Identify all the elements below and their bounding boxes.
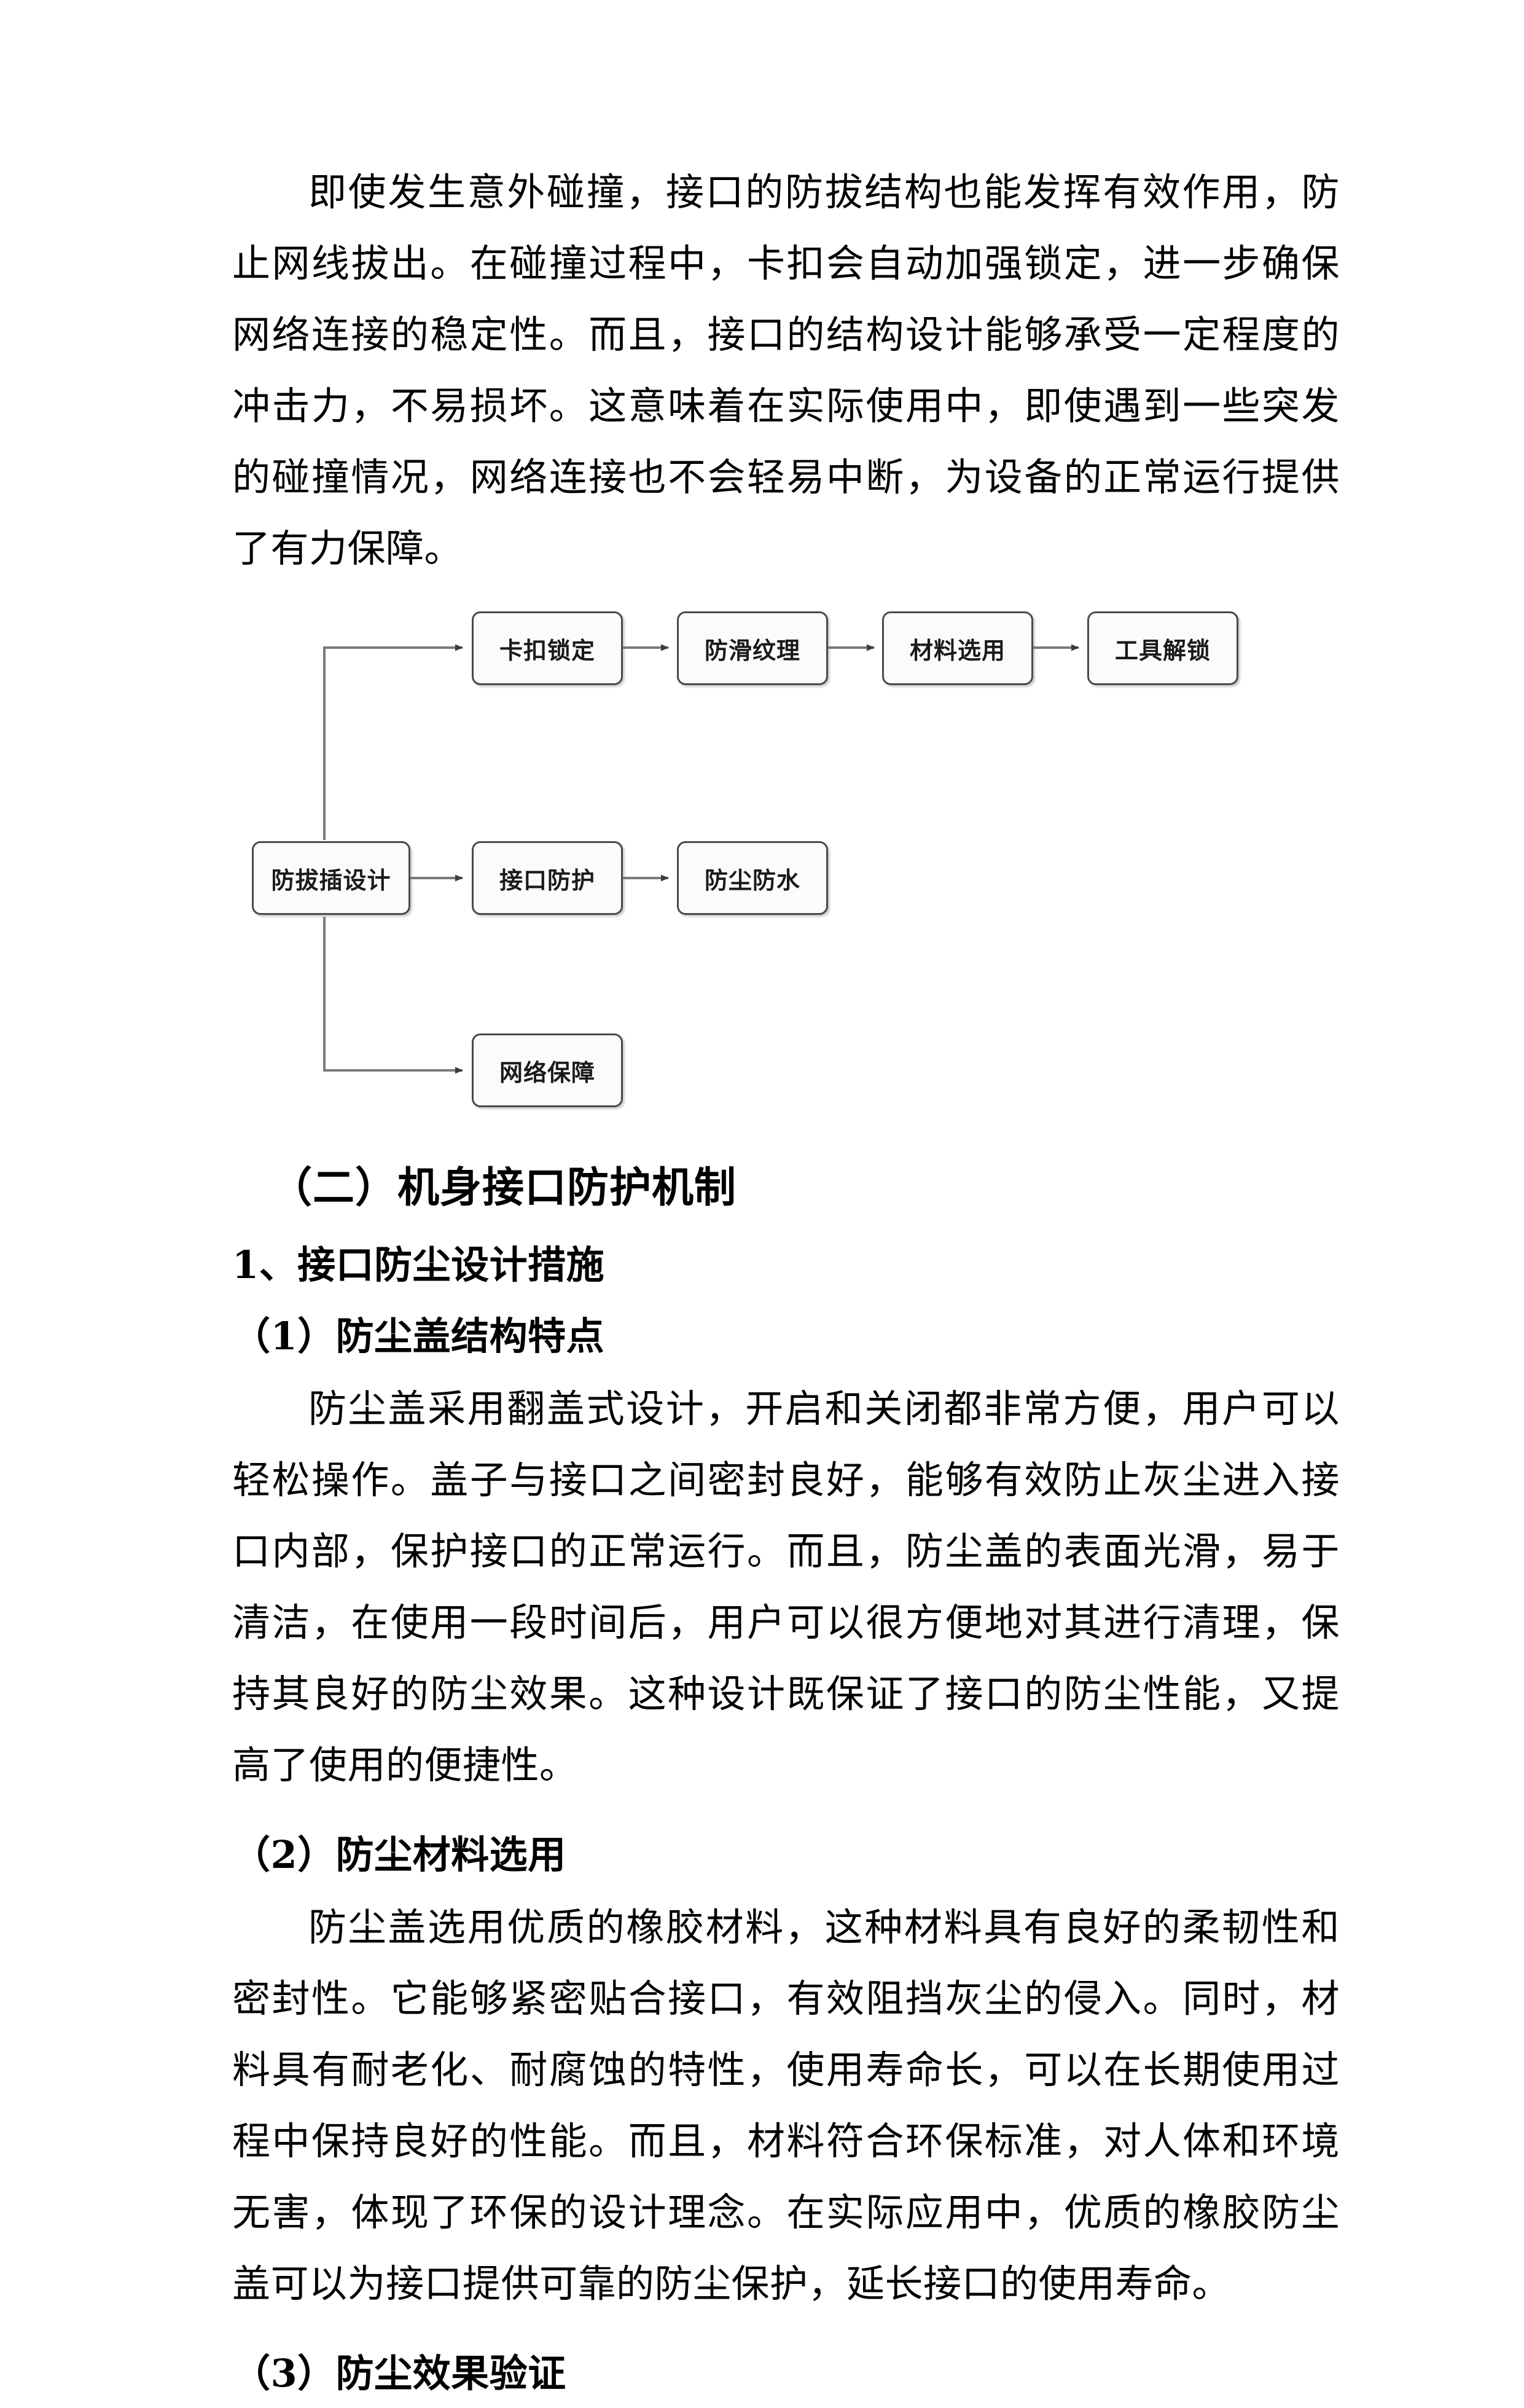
heading-item-3: （3）防尘效果验证 [232,2351,566,2396]
paragraph-intro: 即使发生意外碰撞，接口的防拔结构也能发挥有效作用，防止网线拔出。在碰撞过程中，卡… [232,170,1340,571]
spacer [232,2323,1340,2339]
flowchart-connectors [323,644,1079,1074]
flow-node-label: 防拔插设计 [271,866,391,894]
edge-anti-unplug-to-network-guarantee [323,917,463,1074]
flow-node-port-protection[interactable]: 接口防护 [472,841,623,915]
flow-node-tool-unlock[interactable]: 工具解锁 [1087,611,1238,685]
flow-node-dustproof-waterproof[interactable]: 防尘防水 [677,841,828,915]
paragraph-dust-material: 防尘盖选用优质的橡胶材料，这种材料具有良好的柔韧性和密封性。它能够紧密贴合接口，… [232,1905,1340,2306]
heading-item-1: （1）防尘盖结构特点 [232,1314,605,1359]
flow-node-anti-slip-texture[interactable]: 防滑纹理 [677,611,828,685]
spacer [232,1805,1340,1821]
flow-node-label: 防滑纹理 [704,637,800,664]
flow-node-label: 工具解锁 [1114,637,1211,664]
flowchart-anti-unplug-design: 卡扣锁定 防滑纹理 材料选用 工具解锁 防拔插设计 接口防护 防尘防水 网络保障 [232,606,1340,1123]
flow-node-anti-unplug-design[interactable]: 防拔插设计 [252,841,410,915]
edge-anti-unplug-to-buckle-lock [323,644,463,840]
flow-node-label: 网络保障 [499,1059,595,1086]
flow-node-label: 卡扣锁定 [499,637,595,664]
flow-node-label: 材料选用 [909,637,1006,664]
document-page: 即使发生意外碰撞，接口的防拔结构也能发挥有效作用，防止网线拔出。在碰撞过程中，卡… [232,170,1340,2396]
flow-node-label: 防尘防水 [704,866,800,894]
flow-node-label: 接口防护 [499,866,595,894]
paragraph-dust-cover-structure: 防尘盖采用翻盖式设计，开启和关闭都非常方便，用户可以轻松操作。盖子与接口之间密封… [232,1386,1340,1787]
flow-node-material-selection[interactable]: 材料选用 [882,611,1033,685]
flow-node-buckle-lock[interactable]: 卡扣锁定 [472,611,623,685]
heading-item-2: （2）防尘材料选用 [232,1832,566,1877]
heading-section-two: （二）机身接口防护机制 [270,1163,737,1212]
heading-subsection-1: 1、接口防尘设计措施 [232,1242,605,1287]
flow-node-network-guarantee[interactable]: 网络保障 [472,1033,623,1107]
